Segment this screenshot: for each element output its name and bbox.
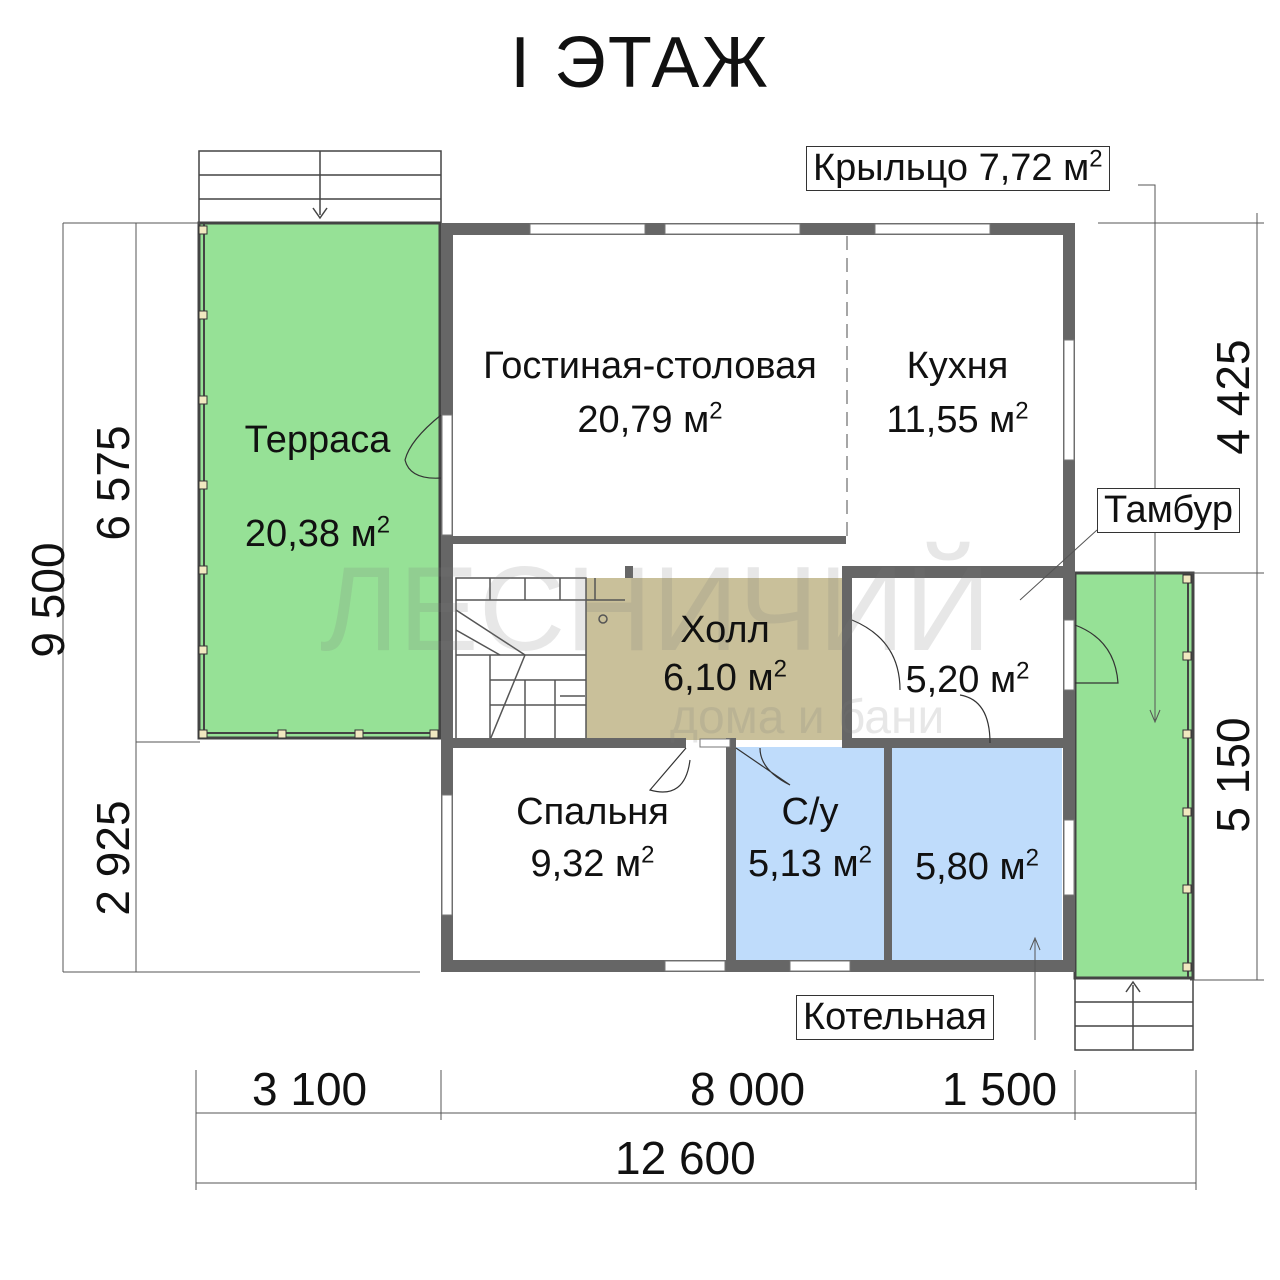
dim-bottom-3: 1 500 — [942, 1063, 1058, 1115]
vestibule-callout: Тамбур — [1097, 488, 1240, 533]
bathroom-name: С/у — [781, 791, 839, 833]
boiler-fill — [892, 747, 1062, 960]
hall-area-text: 6,10 м2 — [662, 654, 787, 699]
living-name: Гостиная-столовая — [483, 345, 817, 387]
bathroom-area-text: 5,13 м2 — [747, 840, 872, 885]
boiler-area-text: 5,80 м2 — [914, 844, 1039, 888]
bathroom-label: С/у 5,13 м2 — [736, 790, 884, 887]
porch-area — [1073, 571, 1195, 980]
dim-bottom-1: 3 100 — [252, 1063, 368, 1115]
kitchen-name: Кухня — [906, 345, 1009, 387]
kitchen-label: Кухня 11,55 м2 — [860, 344, 1055, 443]
dim-bottom-total: 12 600 — [615, 1132, 756, 1184]
living-label: Гостиная-столовая 20,79 м2 — [455, 344, 845, 443]
page-title: I ЭТАЖ — [510, 23, 770, 103]
dim-left-lower: 2 925 — [87, 800, 139, 916]
dim-right-lower: 5 150 — [1207, 717, 1259, 833]
bedroom-name: Спальня — [516, 791, 669, 833]
boiler-callout: Котельная — [796, 995, 994, 1040]
kitchen-area-text: 11,55 м2 — [886, 396, 1029, 441]
hall-name: Холл — [680, 609, 770, 651]
terrace-name: Терраса — [244, 419, 391, 461]
dim-left-outer: 9 500 — [22, 542, 74, 658]
terrace-area-text: 20,38 м2 — [244, 510, 391, 555]
terrace-label: Терраса 20,38 м2 — [210, 418, 425, 557]
dim-right-upper: 4 425 — [1207, 339, 1259, 455]
terrace-area — [197, 221, 442, 740]
bedroom-label: Спальня 9,32 м2 — [475, 790, 710, 887]
hall-label: Холл 6,10 м2 — [620, 608, 830, 701]
vestibule-area-text: 5,20 м2 — [905, 657, 1030, 701]
living-area-text: 20,79 м2 — [577, 396, 723, 441]
watermark-logo: ЛЕСНИЧИЙ — [320, 542, 991, 676]
bathroom-fill — [736, 747, 884, 960]
porch-callout: Крыльцо 7,72 м2 — [806, 146, 1110, 191]
bedroom-area-text: 9,32 м2 — [530, 840, 655, 885]
dim-bottom-2: 8 000 — [690, 1063, 806, 1115]
watermark-subtitle: дома и бани — [670, 691, 945, 744]
dim-left-upper: 6 575 — [87, 425, 139, 541]
hall-fill — [586, 578, 842, 740]
